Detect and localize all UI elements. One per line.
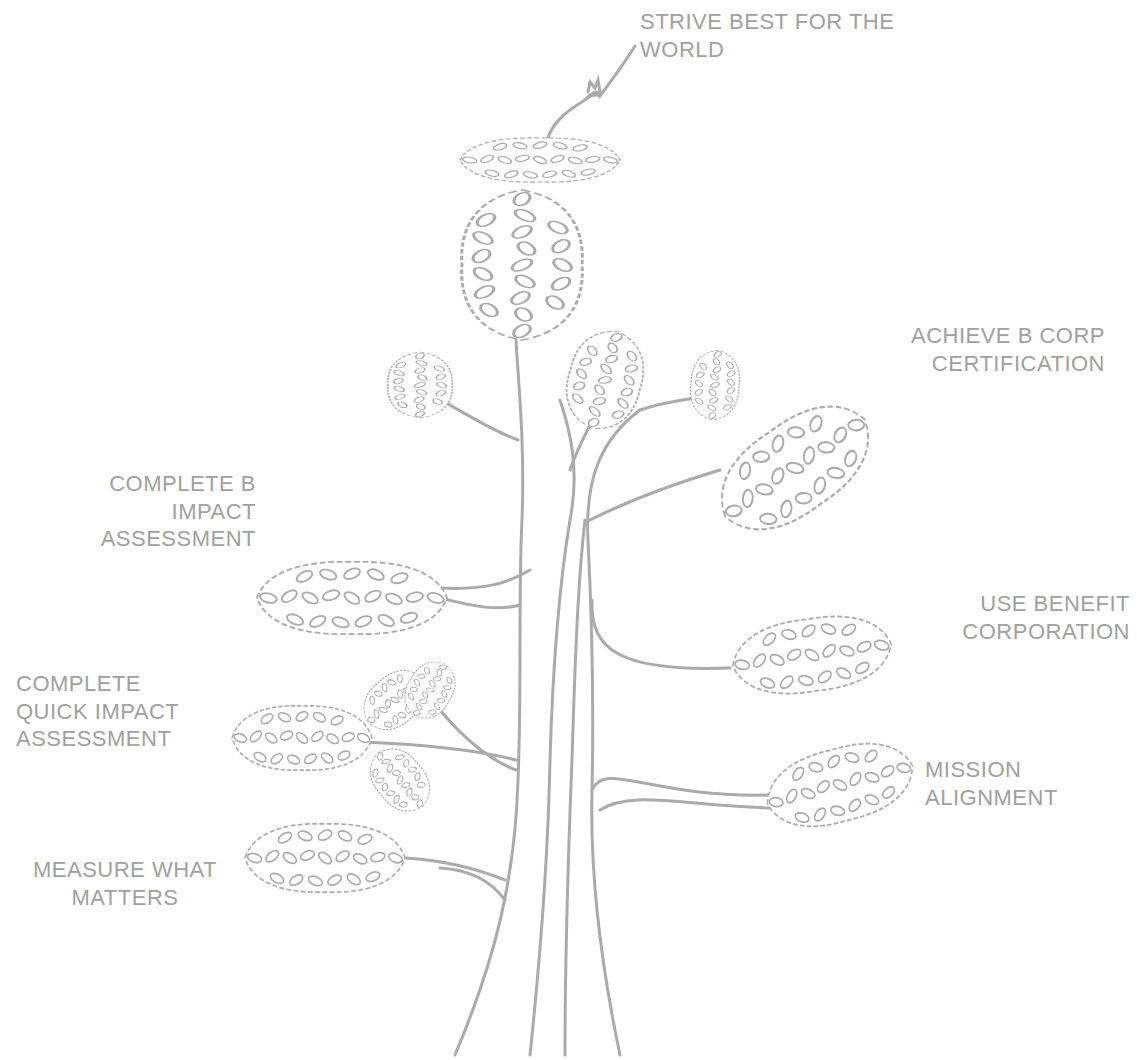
branch-line xyxy=(590,470,720,520)
bird xyxy=(545,46,635,150)
branch-line xyxy=(600,800,770,810)
foliage xyxy=(396,653,464,727)
trunk-line xyxy=(455,340,523,1055)
branch-label: MISSION ALIGNMENT xyxy=(925,756,1115,811)
branch-line xyxy=(592,778,770,795)
foliage xyxy=(232,706,372,770)
branch-label: STRIVE BEST FOR THE WORLD xyxy=(640,8,910,63)
trunk-line xyxy=(565,520,585,1055)
branch-label: COMPLETE QUICK IMPACT ASSESSMENT xyxy=(16,670,212,753)
branch-label: USE BENEFIT CORPORATION xyxy=(898,590,1130,645)
foliage xyxy=(257,562,447,634)
branch-label: ACHIEVE B CORP CERTIFICATION xyxy=(825,322,1105,377)
branch-line xyxy=(440,570,530,588)
branch-label: MEASURE WHAT MATTERS xyxy=(10,856,240,911)
branch-line xyxy=(592,600,730,668)
branch-label: COMPLETE B IMPACT ASSESSMENT xyxy=(78,470,256,553)
foliage xyxy=(388,352,452,418)
foliage xyxy=(758,731,922,840)
trunk-line xyxy=(588,410,640,1055)
branch-line xyxy=(440,868,505,900)
foliage xyxy=(359,738,441,823)
branch-line xyxy=(440,710,516,770)
foliage xyxy=(728,608,897,702)
foliage xyxy=(462,190,583,340)
branch-line xyxy=(440,598,520,608)
trunk-line xyxy=(530,400,574,1055)
foliage xyxy=(688,348,742,422)
foliage xyxy=(245,824,405,892)
foliage xyxy=(557,322,653,437)
foliage xyxy=(460,138,620,182)
